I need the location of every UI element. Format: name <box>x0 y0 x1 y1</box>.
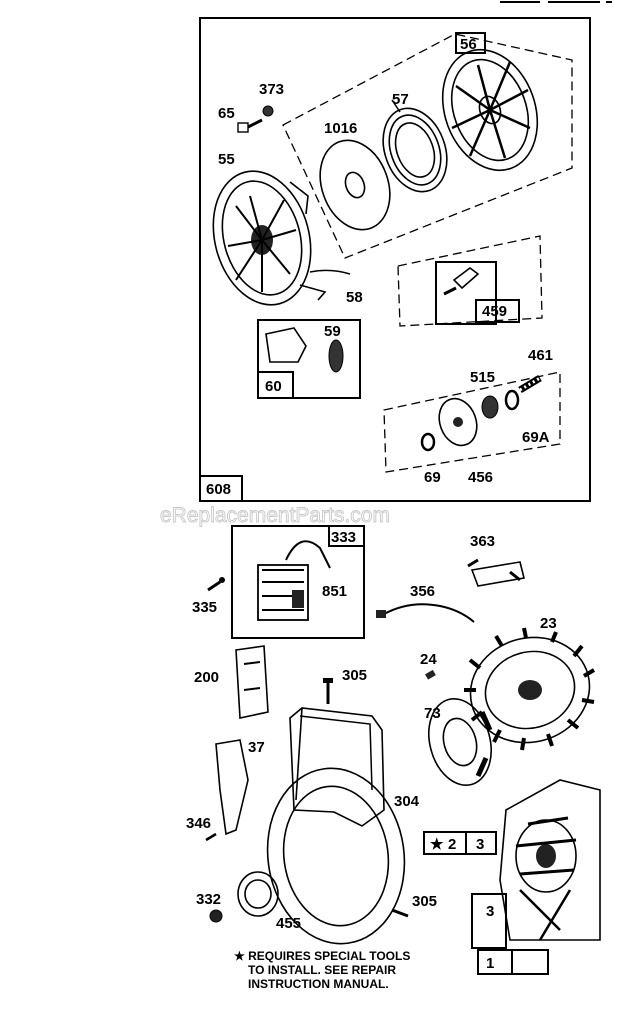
nut-332 <box>209 909 223 923</box>
label-333: 333 <box>331 529 356 546</box>
label-373: 373 <box>259 81 284 98</box>
starter-handle-60 <box>265 327 307 363</box>
rewind-starter-kit-box <box>199 17 591 502</box>
label-57: 57 <box>392 91 409 108</box>
label-608: 608 <box>206 481 231 498</box>
label-455: 455 <box>276 915 301 932</box>
label-2: 2 <box>448 836 456 853</box>
label-59: 59 <box>324 323 341 340</box>
label-363: 363 <box>470 533 495 550</box>
label-200: 200 <box>194 669 219 686</box>
label-333-box <box>328 525 365 547</box>
screw-461 <box>518 374 542 394</box>
screw-346 <box>205 832 217 842</box>
note-line-3: INSTRUCTION MANUAL. <box>248 977 389 991</box>
label-305-bottom: 305 <box>412 893 437 910</box>
starter-pulley-group-outline <box>282 33 573 259</box>
label-356: 356 <box>410 583 435 600</box>
label-69a: 69A <box>522 429 550 446</box>
label-3: 3 <box>486 903 494 920</box>
bolt-65 <box>237 118 263 133</box>
flywheel-23 <box>464 627 596 751</box>
flywheel-key-24 <box>425 669 436 680</box>
label-24: 24 <box>420 651 437 668</box>
pawl-459 <box>443 267 480 296</box>
label-60: 60 <box>265 378 282 395</box>
label-58: 58 <box>346 289 363 306</box>
watermark: eReplacementParts.com <box>160 504 390 527</box>
label-461: 461 <box>528 347 553 364</box>
recoil-spring-57 <box>382 99 448 193</box>
washer-69a <box>504 389 520 411</box>
brake-bracket-363 <box>467 558 525 587</box>
starter-handle-kit-box <box>257 319 361 399</box>
label-305-top: 305 <box>342 667 367 684</box>
label-1016: 1016 <box>324 120 357 137</box>
washer-1016 <box>319 139 391 231</box>
label-459-box <box>475 299 520 323</box>
note-line-2: TO INSTALL. SEE REPAIR <box>248 963 396 977</box>
note-line-1: ★ REQUIRES SPECIAL TOOLS <box>234 949 410 963</box>
screw-305-top <box>323 678 333 704</box>
screw-335 <box>207 577 225 592</box>
starter-housing-55 <box>212 170 351 306</box>
label-65: 65 <box>218 105 235 122</box>
retainer-456 <box>438 397 478 447</box>
ground-wire-356 <box>376 603 475 623</box>
armature-851 <box>257 540 331 621</box>
starter-pulley-56 <box>441 48 539 172</box>
nut-373 <box>262 105 274 117</box>
label-37: 37 <box>248 739 265 756</box>
label-73: 73 <box>424 705 441 722</box>
screw-305-bottom <box>391 908 409 918</box>
label-3-boxed: 3 <box>476 836 484 853</box>
engine-block <box>499 779 601 941</box>
label-459: 459 <box>482 303 507 320</box>
label-346: 346 <box>186 815 211 832</box>
label-56-box <box>455 32 486 54</box>
rotating-screen-73 <box>428 697 493 787</box>
label-851: 851 <box>322 583 347 600</box>
label-60-box <box>257 371 294 399</box>
air-guide-200 <box>235 645 269 719</box>
label-56-top: 56 <box>460 36 477 53</box>
handle-insert-59 <box>328 339 344 373</box>
star-2-mark: ★ <box>430 836 444 853</box>
label-55: 55 <box>218 151 235 168</box>
label-515: 515 <box>470 369 495 386</box>
label-1: 1 <box>486 955 494 972</box>
label-332: 332 <box>196 891 221 908</box>
label-2-3-box <box>423 831 497 855</box>
blower-housing-304 <box>266 707 406 945</box>
clutch-group-outline <box>383 371 561 473</box>
label-335: 335 <box>192 599 217 616</box>
pawl-kit-outline <box>397 235 543 327</box>
kit-608-label-box <box>199 475 243 502</box>
screen-455 <box>237 871 279 917</box>
cylinder-shield-37 <box>215 739 249 836</box>
spring-515 <box>481 395 499 419</box>
label-304: 304 <box>394 793 420 810</box>
label-23: 23 <box>540 615 557 632</box>
pawl-part-box <box>435 261 497 325</box>
label-456: 456 <box>468 469 493 486</box>
armature-kit-box <box>231 525 365 639</box>
label-69: 69 <box>424 469 441 486</box>
label-3-box <box>471 893 507 949</box>
washer-69 <box>420 432 436 452</box>
